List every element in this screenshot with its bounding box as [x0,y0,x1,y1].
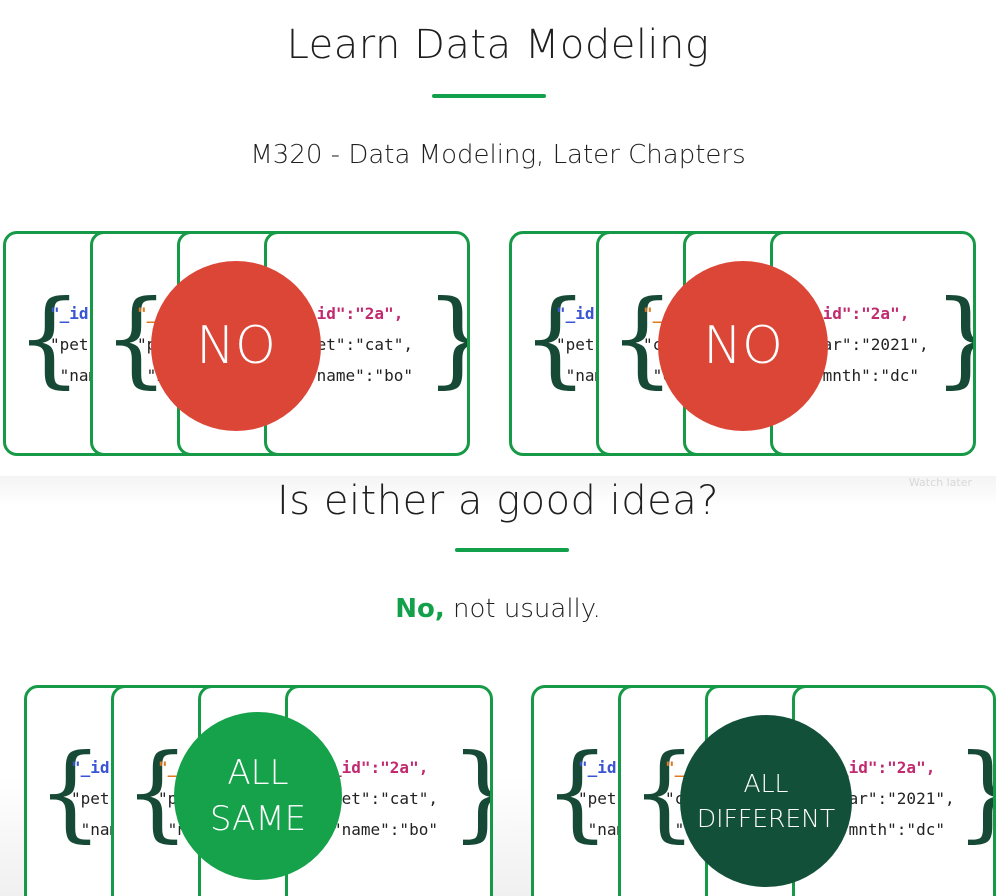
close-brace: } [955,740,993,844]
title-underline [432,94,546,98]
no-badge: NO [658,261,828,431]
document-code: "_id "pet "nam [556,304,605,385]
slide-bottom: Watch later Is either a good idea? No, n… [0,476,996,896]
answer-accent: No, [395,594,445,624]
all-same-badge: ALL SAME [174,712,342,880]
document-code: _id":"2a", pet":"cat", "name":"bo" [307,304,413,385]
close-brace: } [450,740,490,844]
watch-later-label: Watch later [908,476,972,489]
all-same-label: ALL SAME [209,753,307,839]
all-different-badge: ALL DIFFERENT [680,715,852,887]
slide-top: Learn Data Modeling M320 - Data Modeling… [3,22,976,456]
open-brace: { [522,277,589,399]
no-badge: NO [151,261,321,431]
slide-title: Is either a good idea? [276,478,719,524]
title-underline [455,548,569,552]
answer-rest: not usually. [444,594,601,624]
document-code: "_id "pet "nam [71,758,120,839]
close-brace: } [933,286,973,390]
slide-title: Learn Data Modeling [286,22,710,68]
open-brace: { [16,277,83,399]
close-brace: } [425,286,467,390]
answer-text: No, not usually. [0,594,996,624]
document-code: "_id "pet "nam [578,758,627,839]
document-code: _id":"2a", ear":"2021", "mnth":"dc" [839,758,955,839]
document-code: _id":"2a", pet":"cat", "name":"bo" [332,758,438,839]
slide-subtitle: M320 - Data Modeling, Later Chapters [250,140,746,170]
document-code: "_id "pet "nam [50,304,99,385]
open-brace: { [37,731,104,853]
document-code: _id":"2a", ear":"2021", "mnth":"dc" [813,304,929,385]
open-brace: { [544,731,611,853]
all-different-label: ALL DIFFERENT [696,769,836,833]
